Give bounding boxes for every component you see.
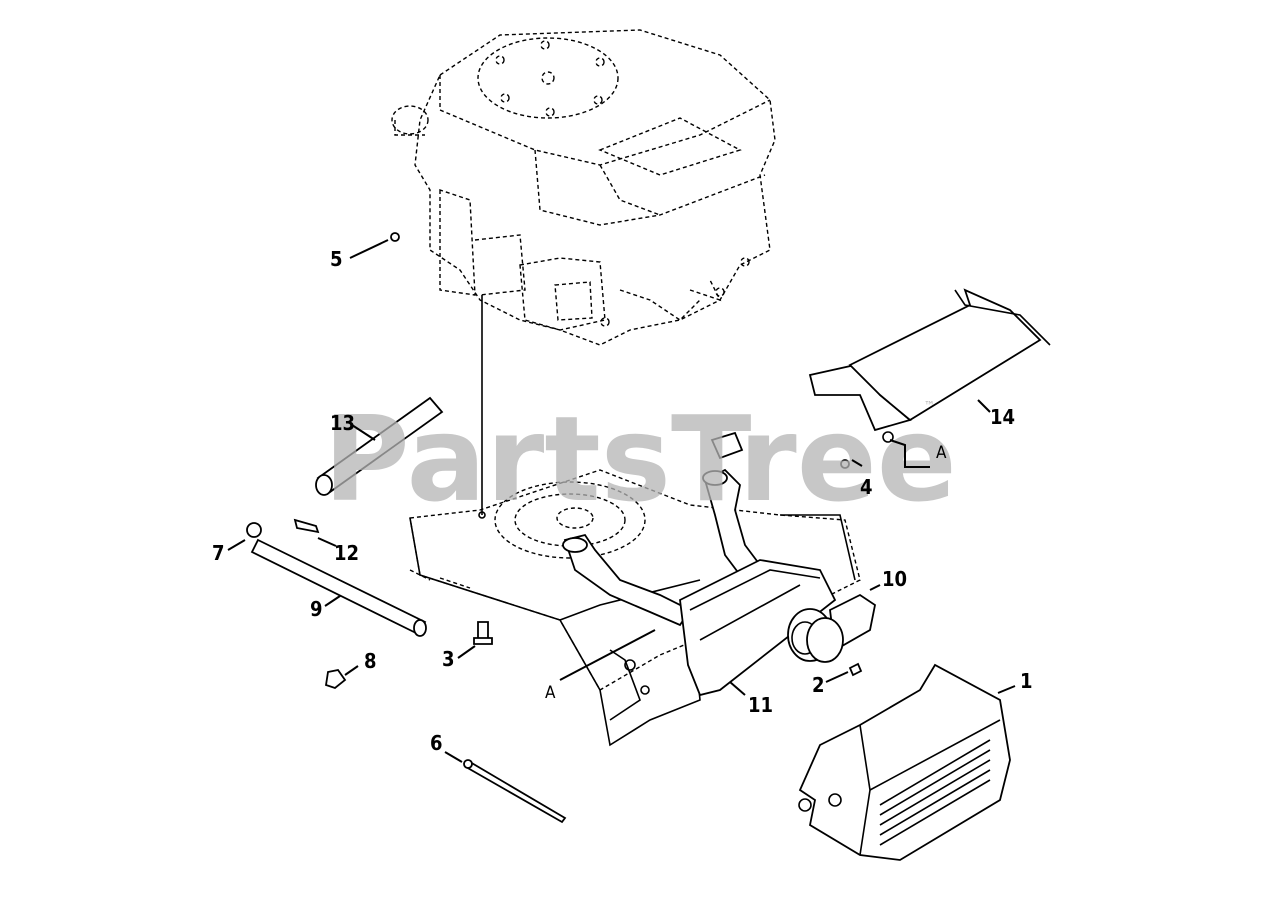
tube-9	[250, 538, 427, 637]
callout-7: 7	[212, 541, 225, 565]
callout-1: 1	[1020, 669, 1033, 693]
callout-11: 11	[748, 693, 773, 717]
exhaust-pipes	[562, 431, 762, 627]
watermark-text: PartsTree	[323, 390, 957, 528]
hardware	[246, 232, 863, 824]
callout-8: 8	[364, 649, 377, 673]
bracket	[808, 288, 1051, 443]
callouts: 1 2 3 4 5 6 7 8 9 10 11 12 13 14 A A	[212, 247, 1033, 755]
chassis-frame	[409, 469, 861, 747]
callout-2: 2	[812, 673, 825, 697]
tube-13	[315, 396, 444, 496]
callout-14: 14	[990, 405, 1015, 429]
callout-3: 3	[442, 647, 455, 671]
spark-arrestor	[806, 593, 877, 663]
callout-13: 13	[330, 411, 355, 435]
callout-5: 5	[330, 247, 343, 271]
watermark-trademark: ™	[924, 399, 935, 413]
leader-lines	[227, 239, 1016, 763]
callout-12: 12	[334, 541, 359, 565]
callout-10: 10	[882, 567, 907, 591]
reference-label-a-lower: A	[545, 683, 556, 703]
engine-outline	[391, 29, 776, 346]
callout-9: 9	[310, 597, 323, 621]
reference-label-a-upper: A	[936, 443, 947, 463]
callout-6: 6	[430, 731, 443, 755]
heat-shield	[798, 663, 1011, 861]
callout-4: 4	[860, 475, 873, 499]
